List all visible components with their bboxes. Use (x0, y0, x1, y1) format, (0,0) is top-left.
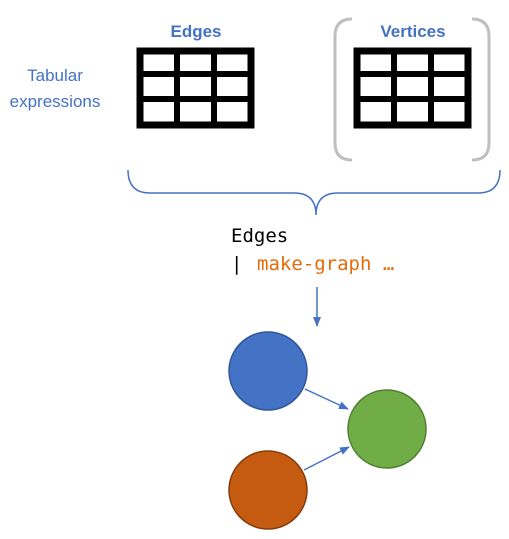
code-line-edges: Edges (231, 225, 288, 247)
vertices-header: Vertices (380, 22, 445, 41)
grouping-brace (127, 169, 501, 216)
edge-arrow-orange-to-green (303, 446, 350, 471)
node-green (347, 389, 427, 469)
edges-header: Edges (170, 22, 221, 41)
vertices-table-icon (353, 47, 472, 129)
code-pipe: | (231, 253, 242, 275)
vertices-gray-brackets (333, 17, 491, 162)
edge-arrow-blue-to-green (304, 388, 349, 410)
node-orange (228, 450, 308, 530)
code-make-graph: make-graph … (257, 253, 394, 275)
tabular-label-line2: expressions (10, 92, 101, 111)
node-blue (228, 331, 308, 411)
edges-table-icon (136, 47, 255, 129)
tabular-label-line1: Tabular (27, 66, 83, 85)
